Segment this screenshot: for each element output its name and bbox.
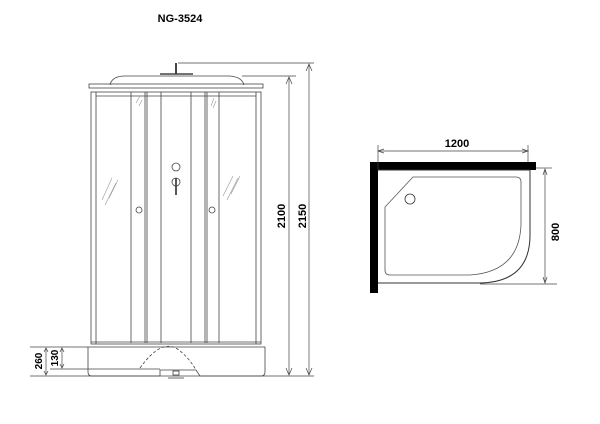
door-handle-right: [208, 206, 216, 214]
tray-inner: [384, 176, 522, 276]
dim-800: 800: [550, 223, 562, 241]
wall-side: [370, 162, 378, 293]
plan-view: [370, 162, 536, 293]
dim-2100: 2100: [276, 204, 288, 228]
drain-icon: [404, 193, 416, 205]
tray-outline: [378, 169, 531, 284]
dim-2150: 2150: [297, 204, 309, 228]
dim-260: 260: [34, 352, 45, 369]
front-view: [87, 63, 266, 379]
door-handle-left: [135, 206, 143, 214]
model-title: NG-3524: [158, 13, 204, 25]
base: [87, 346, 266, 377]
roof-dome: [109, 75, 245, 86]
glass-reflections: [101, 95, 241, 206]
front-dimensions: [30, 62, 314, 377]
plan-dimensions: [376, 145, 557, 285]
wall-back: [370, 162, 536, 170]
siphon-cutout: [139, 345, 197, 371]
frame: [90, 91, 262, 345]
drain-foot: [172, 370, 180, 376]
shower-control-icon: [171, 162, 181, 172]
dim-1200: 1200: [445, 138, 469, 150]
dim-130: 130: [50, 349, 61, 366]
top-frame: [88, 83, 264, 89]
